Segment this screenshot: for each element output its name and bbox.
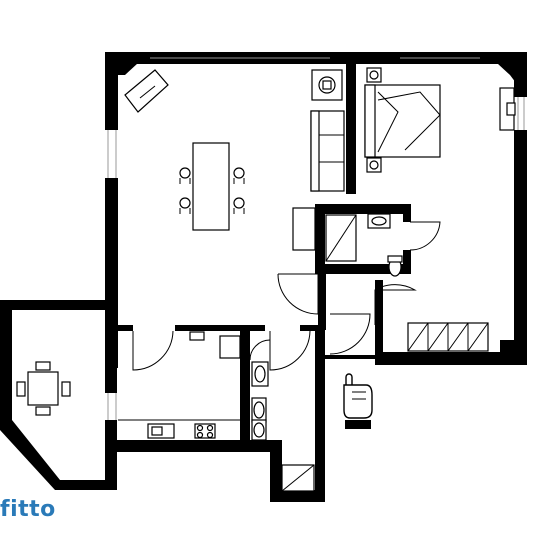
pointing-hand-icon: [343, 373, 373, 429]
kitchen-counter: [118, 331, 241, 439]
corner-desk: [124, 69, 169, 113]
wardrobe: [407, 322, 489, 352]
bedroom-desk: [499, 87, 516, 131]
windows: [107, 57, 525, 420]
bathroom-2-fixtures: [251, 361, 315, 492]
tv-unit: [311, 69, 343, 101]
exterior-walls: [0, 52, 527, 502]
armchair: [292, 207, 316, 251]
double-bed: [364, 67, 441, 173]
sink-1: [367, 213, 391, 229]
dining-table: [179, 142, 245, 231]
doors: [132, 221, 441, 371]
sofa: [310, 110, 345, 192]
annex-table: [16, 361, 71, 416]
shower-1: [325, 214, 357, 262]
toilet-1: [387, 255, 403, 277]
brand-logo-text: fitto: [0, 497, 56, 522]
